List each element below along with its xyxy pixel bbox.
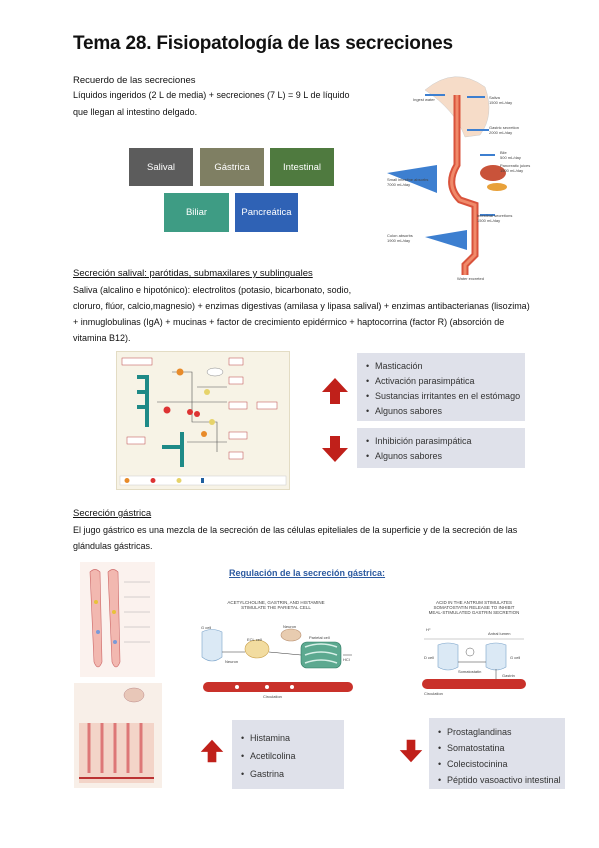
list-item: Histamina xyxy=(241,729,336,747)
parietal-pathway-drawing xyxy=(201,628,353,692)
label-neuron-2: Neuron xyxy=(225,659,239,664)
gastrica-heading: Secreción gástrica xyxy=(73,508,152,519)
recuerdo-line-1: Líquidos ingeridos (2 L de media) + secr… xyxy=(73,90,350,100)
list-item: Algunos sabores xyxy=(366,449,517,464)
label-bile: Bile 500 mL/day xyxy=(500,150,521,160)
stomach-wall-illustration xyxy=(74,683,162,788)
box-intestinal: Intestinal xyxy=(270,148,334,186)
regulation-title: Regulación de la secreción gástrica: xyxy=(229,568,386,578)
recuerdo-heading: Recuerdo de las secreciones xyxy=(73,75,196,86)
label-g-cell: G cell xyxy=(201,625,212,630)
salival-paragraph: Saliva (alcalino e hipotónico): electrol… xyxy=(73,282,553,346)
label-circulation-2: Circulation xyxy=(424,691,443,696)
box-gastrica: Gástrica xyxy=(200,148,264,186)
label-somatostatin: Somatostatin xyxy=(458,669,482,674)
recuerdo-line-2: que llegan al intestino delgado. xyxy=(73,107,198,117)
label-ecl-cell: ECL cell xyxy=(247,637,262,642)
box-salival: Salival xyxy=(129,148,193,186)
gastrica-line: El jugo gástrico es una mezcla de la sec… xyxy=(73,525,518,535)
salival-line: Saliva (alcalino e hipotónico): electrol… xyxy=(73,285,352,295)
label-colon: Colon absorbs 1900 mL/day xyxy=(387,233,413,243)
gastric-gland-drawing xyxy=(89,569,150,668)
label-intestinal-secretions: Intestinal secretions 1500 mL/day xyxy=(477,213,513,223)
increase-arrow-icon xyxy=(322,378,348,404)
label-d-cell: D cell xyxy=(424,655,435,660)
label-gastric: Gastric secretion 2000 mL/day xyxy=(489,125,520,135)
label-saliva: Saliva 1500 mL/day xyxy=(489,95,513,105)
decrease-arrow-icon xyxy=(322,436,348,462)
panel1-caption: ACETYLCHOLINE, GASTRIN, AND HISTAMINE ST… xyxy=(227,600,325,610)
decrease-arrow-icon xyxy=(399,739,423,763)
label-pancreatic: Pancreatic juices 1500 mL/day xyxy=(500,163,531,173)
salivary-regulation-diagram xyxy=(116,351,290,490)
somatostatin-panel: ACID IN THE ANTRUM STIMULATES SOMATOSTAT… xyxy=(418,597,530,707)
label-water-excreted: Water excreted xyxy=(457,276,484,281)
list-item: Somatostatina xyxy=(438,740,557,756)
gi-tract-illustration xyxy=(387,76,507,275)
list-item: Inhibición parasimpática xyxy=(366,434,517,449)
list-item: Colecistocinina xyxy=(438,756,557,772)
increase-arrow-icon xyxy=(200,739,224,763)
salival-line: + inmuglobulinas (IgA) + mucinas + facto… xyxy=(73,317,505,327)
list-item: Sustancias irritantes en el estómago xyxy=(366,389,520,404)
panel2-caption: ACID IN THE ANTRUM STIMULATES SOMATOSTAT… xyxy=(428,600,520,615)
salival-line: vitamina B12). xyxy=(73,333,131,343)
list-item: Prostaglandinas xyxy=(438,724,557,740)
list-item: Gastrina xyxy=(241,765,336,783)
list-item: Acetilcolina xyxy=(241,747,336,765)
label-antral-lumen: Antral lumen xyxy=(488,631,511,636)
list-item: Péptido vasoactivo intestinal xyxy=(438,772,561,788)
label-g-cell-2: G cell xyxy=(510,655,521,660)
page-title: Tema 28. Fisiopatología de las secrecion… xyxy=(73,33,453,54)
label-h-plus: H⁺ xyxy=(426,627,431,632)
list-item: Masticación xyxy=(366,359,517,374)
label-circulation: Circulation xyxy=(263,694,282,699)
salival-heading: Secreción salival: parótidas, submaxilar… xyxy=(73,268,313,279)
salival-increase-list: Masticación Activación parasimpática Sus… xyxy=(357,353,525,421)
label-small-intestine: Small intestine absorbs 7000 mL/day xyxy=(387,177,429,187)
somatostatin-pathway-drawing xyxy=(422,638,526,689)
label-gastrin: Gastrin xyxy=(502,673,515,678)
label-parietal-cell: Parietal cell xyxy=(309,635,330,640)
gastric-gland-illustration xyxy=(80,562,155,677)
list-item: Activación parasimpática xyxy=(366,374,517,389)
label-hcl: HCl xyxy=(343,657,350,662)
box-biliar: Biliar xyxy=(164,193,229,232)
salival-line: cloruro, flúor, calcio,magnesio) + enzim… xyxy=(73,301,530,311)
salival-decrease-list: Inhibición parasimpática Algunos sabores xyxy=(357,428,525,468)
salivary-pathway-illustration xyxy=(119,357,287,486)
gastrica-decrease-list: Prostaglandinas Somatostatina Colecistoc… xyxy=(429,718,565,789)
stomach-wall-drawing xyxy=(79,687,154,783)
label-ingest: Ingest water xyxy=(413,97,435,102)
gastrica-paragraph: El jugo gástrico es una mezcla de la sec… xyxy=(73,522,563,554)
gastrica-increase-list: Histamina Acetilcolina Gastrina xyxy=(232,720,344,789)
gastrica-line: glándulas gástricas. xyxy=(73,541,153,551)
list-item: Algunos sabores xyxy=(366,404,517,419)
label-neuron: Neuron xyxy=(283,624,297,629)
gi-fluid-figure: Ingest water Saliva 1500 mL/day Gastric … xyxy=(385,65,535,283)
parietal-stimulation-panel: ACETYLCHOLINE, GASTRIN, AND HISTAMINE ST… xyxy=(197,597,357,707)
box-pancreatica: Pancreática xyxy=(235,193,298,232)
